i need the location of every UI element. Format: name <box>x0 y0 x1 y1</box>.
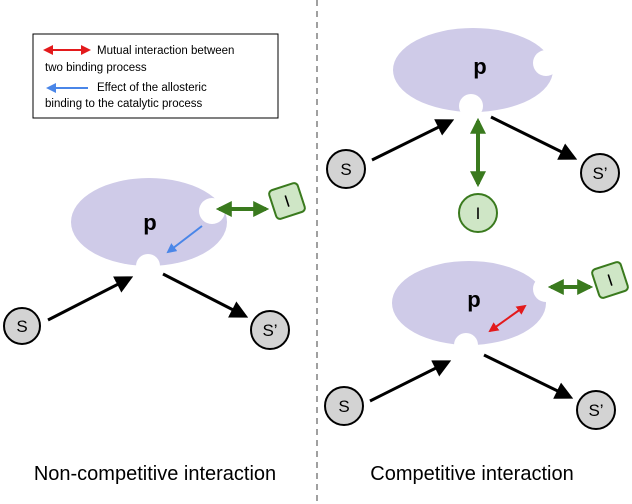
competitive-top-panel: p S S’ I <box>326 28 620 233</box>
competitive-bottom-panel: p I S S’ Competitive interaction <box>324 261 629 485</box>
mutual-interaction-arrow <box>488 304 527 333</box>
site-to-product-arrow <box>162 272 249 318</box>
enzyme-label: p <box>143 210 156 235</box>
product-node: S’ <box>580 153 620 193</box>
inhibitor-label: I <box>476 204 481 223</box>
inhibitor-node: I <box>591 261 629 299</box>
product-label: S’ <box>588 401 603 420</box>
substrate-to-site-arrow <box>369 360 452 403</box>
enzyme-blob <box>393 28 553 112</box>
enzyme-label: p <box>473 54 486 79</box>
product-node: S’ <box>250 310 290 350</box>
substrate-to-site-arrow <box>371 119 455 162</box>
product-node: S’ <box>576 390 616 430</box>
substrate-node: S <box>3 307 41 345</box>
enzyme-blob <box>71 178 227 266</box>
substrate-label: S <box>340 160 351 179</box>
non-competitive-panel: p I S S’ Non-competitive interaction <box>3 178 306 485</box>
legend-allosteric-line1: Effect of the allosteric <box>97 82 207 94</box>
inhibitor-node: I <box>458 193 498 233</box>
inhibitor-label: I <box>282 192 292 212</box>
substrate-label: S <box>338 397 349 416</box>
enzyme-label: p <box>467 287 480 312</box>
product-label: S’ <box>592 164 607 183</box>
site-to-product-arrow <box>490 115 578 160</box>
legend-mutual-line2: two binding process <box>45 62 147 74</box>
competitive-caption: Competitive interaction <box>370 463 573 485</box>
substrate-to-site-arrow <box>47 276 134 322</box>
substrate-node: S <box>326 149 366 189</box>
inhibitor-node: I <box>268 182 306 220</box>
product-label: S’ <box>262 321 277 340</box>
non-competitive-caption: Non-competitive interaction <box>34 463 276 485</box>
legend-allosteric-line2: binding to the catalytic process <box>45 98 203 110</box>
legend-mutual-line1: Mutual interaction between <box>97 45 234 57</box>
site-to-product-arrow <box>483 353 574 399</box>
legend: Mutual interaction between two binding p… <box>32 33 279 119</box>
allosteric-effect-arrow <box>166 225 203 254</box>
inhibitor-label: I <box>605 271 615 291</box>
substrate-label: S <box>16 317 27 336</box>
substrate-node: S <box>324 386 364 426</box>
